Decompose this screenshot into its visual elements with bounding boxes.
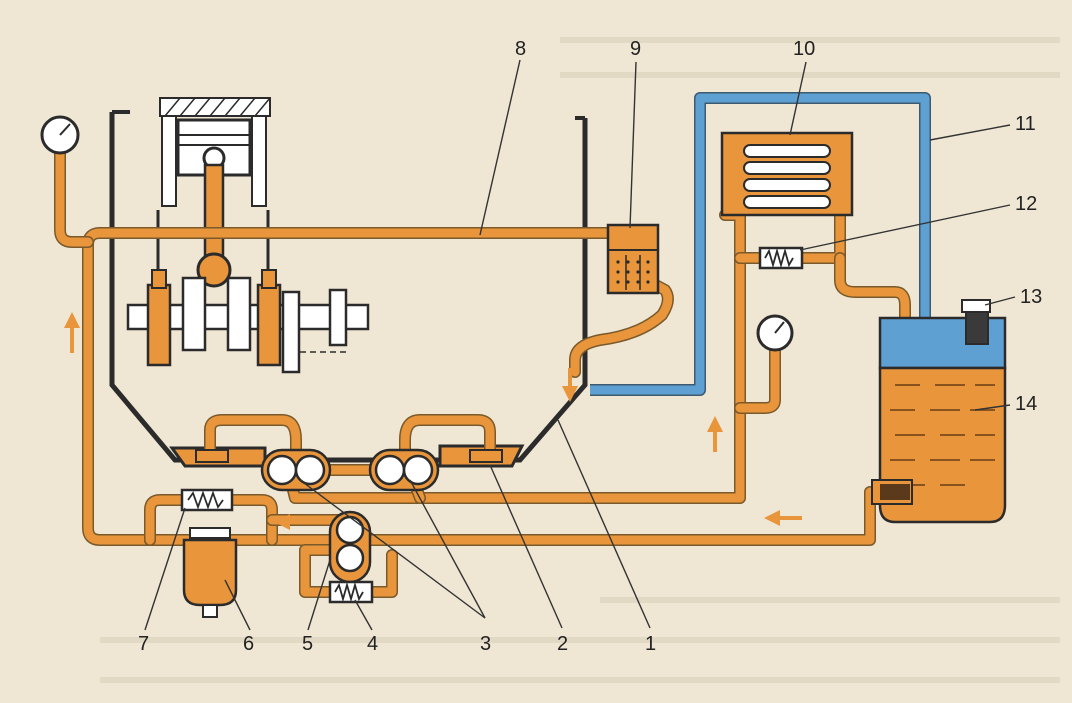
- label-1: 1: [645, 633, 656, 655]
- oil-pipes: [54, 144, 911, 598]
- arrow-left-icon: [764, 510, 802, 526]
- coolant-pipes: [590, 92, 931, 396]
- label-8: 8: [515, 38, 526, 60]
- label-13: 13: [1020, 286, 1042, 308]
- crankshaft: [126, 210, 370, 374]
- label-5: 5: [302, 633, 313, 655]
- label-7: 7: [138, 633, 149, 655]
- label-2: 2: [557, 633, 568, 655]
- oil-filter: [182, 527, 238, 618]
- oil-strainers: [195, 449, 503, 463]
- label-12: 12: [1015, 193, 1037, 215]
- pressure-gauge-left: [40, 115, 80, 155]
- label-9: 9: [630, 38, 641, 60]
- oil-separator: [606, 223, 660, 295]
- valve-7: [180, 488, 234, 512]
- leader-lines: [144, 59, 1016, 631]
- label-4: 4: [367, 633, 378, 655]
- labels: 1 2 3 4 5 6 7 8 9 10 11 12 13 14: [138, 38, 1042, 655]
- label-10: 10: [793, 38, 815, 60]
- flow-arrows: [64, 312, 802, 530]
- oil-tank: [871, 299, 1007, 524]
- engine-cylinder: [159, 97, 271, 288]
- oil-pumps: [260, 448, 440, 584]
- label-6: 6: [243, 633, 254, 655]
- arrow-up-icon: [64, 312, 80, 353]
- oil-radiator: [720, 131, 854, 217]
- arrow-down-icon: [562, 368, 578, 402]
- label-14: 14: [1015, 393, 1037, 415]
- label-11: 11: [1015, 113, 1036, 135]
- pressure-gauge-right: [756, 314, 794, 352]
- label-3: 3: [480, 633, 491, 655]
- background-texture: [100, 37, 1060, 683]
- arrow-left-icon: [274, 514, 314, 530]
- valve-12: [758, 246, 804, 270]
- arrow-up-icon: [707, 416, 723, 452]
- valve-4: [328, 580, 374, 604]
